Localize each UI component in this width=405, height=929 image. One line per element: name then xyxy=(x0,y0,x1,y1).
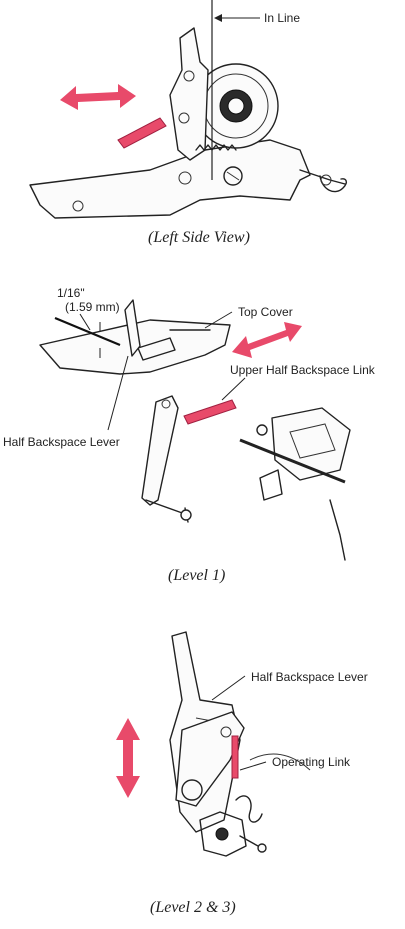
right-mechanism-window xyxy=(289,423,336,459)
horizontal-shaft xyxy=(239,438,346,484)
figure-level-2-3: Half Backspace Lever Operating Link (Lev… xyxy=(116,631,368,916)
caption-level-2-3: (Level 2 & 3) xyxy=(150,899,236,916)
half-backspace-lever xyxy=(169,27,209,161)
motion-arrow xyxy=(60,84,136,110)
label-operating-link: Operating Link xyxy=(272,755,351,769)
figure-level-1: 1/16" (1.59 mm) Top Cover Half Backspace… xyxy=(3,286,376,584)
feeler-gauge xyxy=(54,316,121,347)
spring xyxy=(195,144,237,151)
label-in-line: In Line xyxy=(264,11,300,25)
label-top-cover: Top Cover xyxy=(238,305,293,319)
hook-hole xyxy=(320,174,332,186)
upper-link-leader xyxy=(221,377,246,401)
base-hole xyxy=(72,200,84,212)
lever-leader xyxy=(107,355,129,431)
output-pin xyxy=(239,835,259,847)
side-plate-hole xyxy=(220,726,232,738)
lower-bracket xyxy=(259,469,283,501)
lever-pivot xyxy=(178,112,190,124)
shaft-pivot xyxy=(256,424,268,436)
half-backspace-lever-level1 xyxy=(124,299,141,357)
side-plate-pivot xyxy=(181,779,203,801)
wavy-spring xyxy=(235,795,263,823)
upper-half-backspace-link xyxy=(183,399,237,425)
label-dim-mm: (1.59 mm) xyxy=(65,300,120,314)
hook-link xyxy=(299,169,348,193)
output-pin-end xyxy=(257,843,267,853)
lever-arm xyxy=(141,395,179,506)
label-upper-link: Upper Half Backspace Link xyxy=(230,363,376,377)
base-mechanism-hub xyxy=(215,827,229,841)
screw-slot xyxy=(226,171,240,181)
dim-leader xyxy=(79,313,91,331)
in-line-leader-head xyxy=(214,14,222,22)
figure-left-side-view: In Line (Left Side View) xyxy=(29,0,348,246)
lever-pivot xyxy=(183,70,195,82)
top-cover-leader xyxy=(204,311,233,329)
operating-link xyxy=(231,735,239,779)
operating-link-leader xyxy=(239,761,267,771)
label-half-backspace-lever-level23: Half Backspace Lever xyxy=(251,670,368,684)
drop-link xyxy=(329,499,346,561)
lever-arm-pivot xyxy=(161,399,171,409)
gear-bore xyxy=(227,97,245,115)
base-hole xyxy=(178,171,192,185)
motion-arrow-level23 xyxy=(116,718,140,798)
caption-level-1: (Level 1) xyxy=(168,567,225,584)
cover-slot xyxy=(137,337,176,361)
label-dim-frac: 1/16" xyxy=(57,286,85,300)
red-link xyxy=(117,117,167,149)
base-mechanism xyxy=(199,811,247,857)
background-curve xyxy=(249,753,311,771)
lever-leader-level23 xyxy=(211,675,246,701)
base-plate xyxy=(29,139,311,219)
lower-shaft-end xyxy=(180,509,192,521)
label-half-backspace-lever: Half Backspace Lever xyxy=(3,435,120,449)
motion-arrow-level1 xyxy=(232,322,302,358)
caption-left-side-view: (Left Side View) xyxy=(148,229,250,246)
